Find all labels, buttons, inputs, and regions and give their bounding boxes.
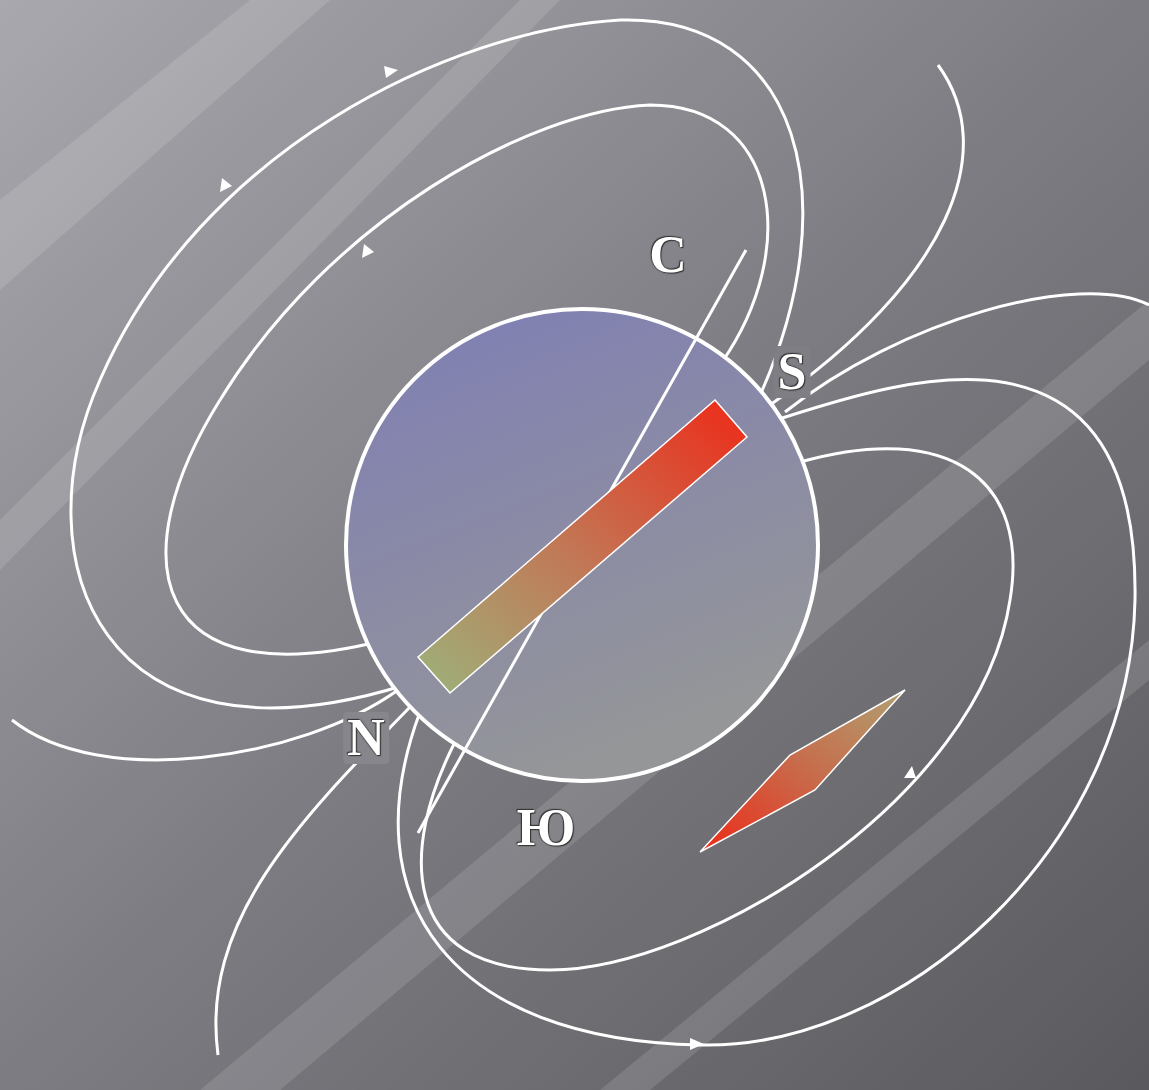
pole-label: N xyxy=(343,712,389,764)
pole-label: С xyxy=(645,229,691,281)
bar-magnet xyxy=(418,400,747,693)
compass-needle xyxy=(700,690,905,852)
pole-label: Ю xyxy=(513,802,580,854)
earth-globe xyxy=(346,309,818,781)
field-lines xyxy=(12,20,1149,1055)
pole-label: S xyxy=(774,346,811,398)
field-arrows xyxy=(220,66,916,1050)
rotation-axis xyxy=(418,250,746,833)
